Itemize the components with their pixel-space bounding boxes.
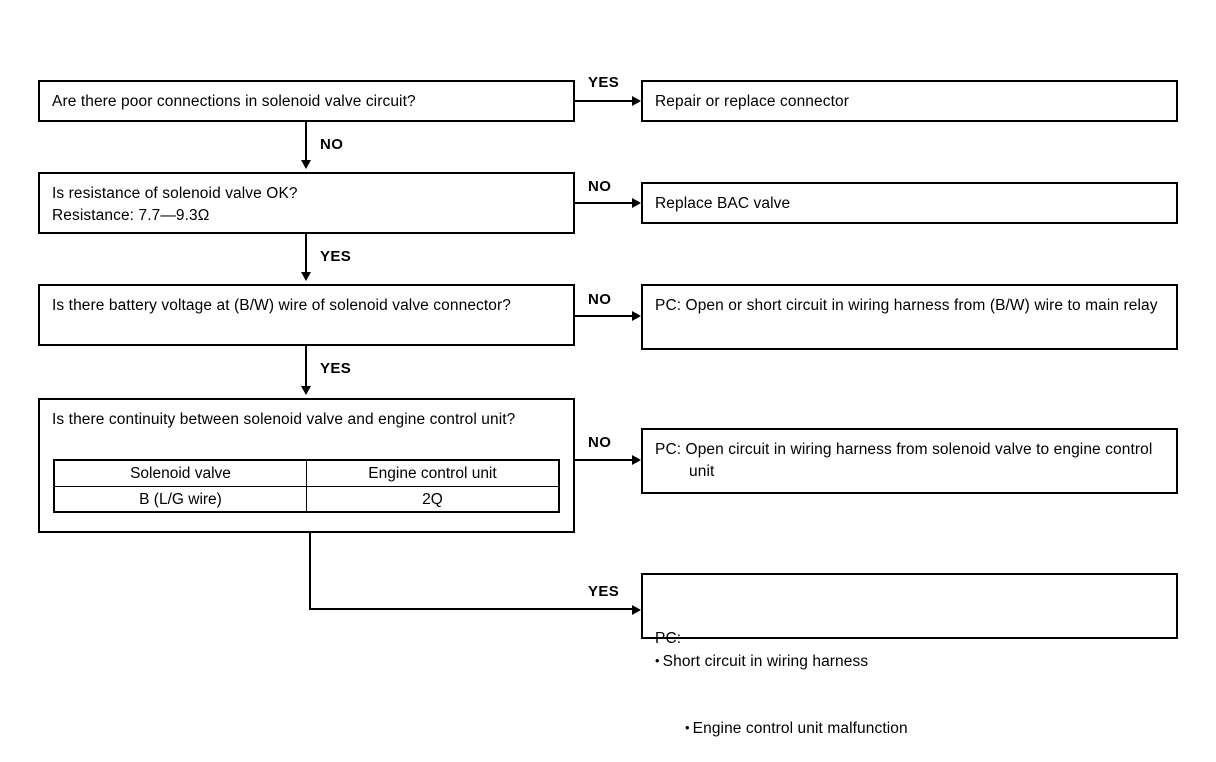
table-row: B (L/G wire) 2Q [55,486,558,512]
connector-yes-3 [305,346,307,390]
branch-label-no-3: NO [588,291,612,308]
table-header-row: Solenoid valve Engine control unit [55,461,558,487]
arrowhead-yes-2 [301,272,311,281]
branch-label-yes-3: YES [320,360,352,377]
arrowhead-yes-4 [632,605,641,615]
branch-label-yes-1: YES [588,74,620,91]
result-box-2: Replace BAC valve [641,182,1178,224]
result-5-item-2: Engine control unit malfunction [692,720,908,737]
result-5-line-1: PC: •Short circuit in wiring harness [655,606,1168,673]
result-box-3: PC: Open or short circuit in wiring harn… [641,284,1178,350]
table-header-ecu: Engine control unit [306,461,558,487]
question-text-4: Is there continuity between solenoid val… [52,411,516,428]
question-text-2: Is resistance of solenoid valve OK? Resi… [52,185,298,224]
table-cell-ecu-value: 2Q [306,486,558,512]
result-5-prefix: PC: [655,630,682,647]
branch-label-yes-2: YES [320,248,352,265]
connector-yes-4-horizontal [309,608,635,610]
connector-no-2 [575,202,635,204]
result-box-1: Repair or replace connector [641,80,1178,122]
arrowhead-no-4 [632,455,641,465]
connector-yes-1 [575,100,635,102]
question-box-1: Are there poor connections in solenoid v… [38,80,575,122]
result-box-4: PC: Open circuit in wiring harness from … [641,428,1178,494]
arrowhead-no-1 [301,160,311,169]
result-text-4: PC: Open circuit in wiring harness from … [655,441,1153,480]
connector-yes-4-vertical [309,533,311,610]
connector-no-3 [575,315,635,317]
connector-yes-2 [305,234,307,276]
result-text-2: Replace BAC valve [655,195,791,212]
question-box-3: Is there battery voltage at (B/W) wire o… [38,284,575,346]
result-5-item-1: Short circuit in wiring harness [662,653,869,670]
result-text-1: Repair or replace connector [655,93,849,110]
question-box-2: Is resistance of solenoid valve OK? Resi… [38,172,575,234]
bullet-icon-2: • [685,720,690,735]
connector-no-4 [575,459,635,461]
branch-label-no-4: NO [588,434,612,451]
arrowhead-no-3 [632,311,641,321]
arrowhead-yes-1 [632,96,641,106]
branch-label-no-2: NO [588,178,612,195]
bullet-icon-1: • [655,653,660,668]
branch-label-no-1: NO [320,136,344,153]
table-cell-solenoid-value: B (L/G wire) [55,486,307,512]
result-text-3: PC: Open or short circuit in wiring harn… [655,297,1158,314]
connector-no-1 [305,122,307,164]
branch-label-yes-4: YES [588,583,620,600]
question-text-1: Are there poor connections in solenoid v… [52,93,416,110]
table-header-solenoid: Solenoid valve [55,461,307,487]
result-text-5: PC: •Short circuit in wiring harness •En… [655,584,1168,762]
result-box-5: PC: •Short circuit in wiring harness •En… [641,573,1178,737]
arrowhead-yes-3 [301,386,311,395]
flowchart-canvas: Are there poor connections in solenoid v… [38,74,1178,737]
question-text-3: Is there battery voltage at (B/W) wire o… [52,297,511,314]
arrowhead-no-2 [632,198,641,208]
continuity-table: Solenoid valve Engine control unit B (L/… [53,459,560,513]
